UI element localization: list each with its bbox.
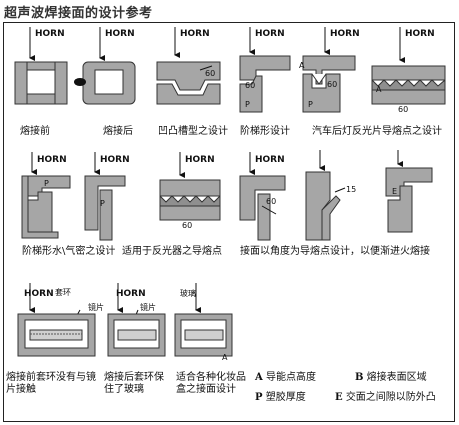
label-p: P bbox=[245, 100, 250, 109]
caption-angle: 接面以角度为导熔点设计，以便渐进火熔接 bbox=[240, 246, 430, 257]
label-ring: 套环 bbox=[55, 287, 71, 297]
angle-60: 60 bbox=[327, 80, 337, 89]
label-p: P bbox=[100, 199, 105, 208]
horn-label: HORN bbox=[185, 155, 215, 165]
label-lens: 镜片 bbox=[88, 302, 104, 312]
legend-item-b: B 熔接表面区域 bbox=[355, 372, 427, 383]
caption-reflector: 适用于反光器之导熔点 bbox=[122, 246, 222, 257]
page-title: 超声波焊接面的设计参考 bbox=[4, 6, 153, 21]
horn-label: HORN bbox=[24, 289, 54, 299]
caption-step-watertight: 阶梯形水\气密之设计 bbox=[22, 246, 116, 257]
fig-e-gap: E bbox=[385, 150, 433, 233]
label-lens: 镜片 bbox=[140, 302, 156, 312]
fig-reflector: HORN 60 bbox=[159, 152, 221, 230]
legend-item-e: E 交面之间隙以防外凸 bbox=[335, 392, 436, 403]
fig-after-weld: HORN bbox=[74, 27, 136, 105]
caption-before: 熔接前 bbox=[20, 126, 50, 137]
label-p: P bbox=[44, 179, 49, 188]
label-a: A bbox=[222, 353, 228, 362]
fig-angle-joint: HORN 60 bbox=[239, 152, 286, 241]
fig-cosmetic-box: 玻璃 A bbox=[174, 283, 233, 362]
angle-60: 60 bbox=[266, 197, 276, 206]
fig-angle-15: 15 bbox=[305, 150, 356, 241]
label-e: E bbox=[392, 187, 397, 196]
horn-label: HORN bbox=[100, 155, 130, 165]
horn-label: HORN bbox=[35, 29, 65, 39]
fig-ring-after: HORN 镜片 bbox=[107, 283, 166, 357]
fig-before-weld: HORN bbox=[14, 27, 68, 105]
horn-label: HORN bbox=[105, 29, 135, 39]
caption-cosmetic: 适合各种化妆品盒之接面设计 bbox=[176, 372, 246, 395]
caption-tongue-groove: 凹凸槽型之设计 bbox=[158, 126, 228, 137]
caption-step: 阶梯形设计 bbox=[240, 126, 290, 137]
horn-label: HORN bbox=[37, 155, 67, 165]
label-a: A bbox=[299, 61, 305, 70]
label-a: A bbox=[376, 85, 382, 94]
horn-label: HORN bbox=[255, 155, 285, 165]
legend-item-a: A 导能点高度 bbox=[255, 372, 316, 383]
label-glass: 玻璃 bbox=[180, 288, 196, 298]
horn-label: HORN bbox=[116, 289, 146, 299]
label-p: P bbox=[308, 100, 313, 109]
horn-label: HORN bbox=[405, 29, 435, 39]
fig-step-right: HORN P bbox=[84, 152, 130, 241]
caption-after: 熔接后 bbox=[103, 126, 133, 137]
fig-step-watertight: HORN P bbox=[21, 152, 71, 239]
fig-tongue-groove: HORN 60 bbox=[156, 27, 221, 105]
angle-60: 60 bbox=[205, 69, 215, 78]
fig-tail-lamp: HORN A 60 P bbox=[299, 27, 360, 113]
fig-ring-before: HORN 套环 镜片 bbox=[17, 283, 104, 357]
angle-60: 60 bbox=[245, 81, 255, 90]
angle-60: 60 bbox=[398, 105, 408, 114]
horn-label: HORN bbox=[330, 29, 360, 39]
diagram-frame bbox=[3, 22, 455, 422]
caption-ring-before: 熔接前套环没有与镜片接触 bbox=[6, 372, 96, 395]
legend: A 导能点高度 B 熔接表面区域 P 塑胶厚度 E 交面之间隙以防外凸 bbox=[255, 368, 455, 418]
angle-60: 60 bbox=[182, 221, 192, 230]
angle-15: 15 bbox=[346, 185, 356, 194]
horn-label: HORN bbox=[180, 29, 210, 39]
fig-reflector-energy: HORN A 60 bbox=[371, 27, 446, 114]
caption-tail-lamp: 汽车后灯反光片导熔点之设计 bbox=[312, 126, 442, 137]
legend-item-p: P 塑胶厚度 bbox=[255, 392, 306, 403]
horn-label: HORN bbox=[255, 29, 285, 39]
caption-ring-after: 熔接后套环保住了玻璃 bbox=[104, 372, 164, 395]
fig-step: HORN 60 P bbox=[239, 27, 291, 113]
